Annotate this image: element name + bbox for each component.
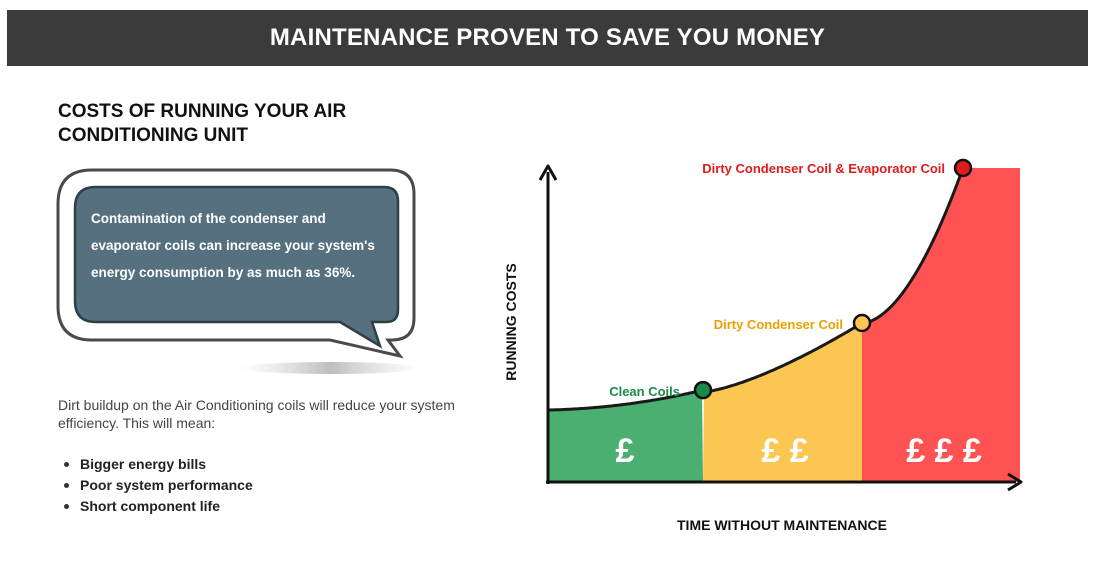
list-item: Poor system performance	[58, 475, 253, 496]
zone-dirty-condenser	[703, 323, 862, 482]
consequence-list: Bigger energy bills Poor system performa…	[58, 454, 253, 517]
page-header: MAINTENANCE PROVEN TO SAVE YOU MONEY	[7, 10, 1088, 66]
x-axis-label: TIME WITHOUT MAINTENANCE	[677, 517, 887, 533]
zone-clean	[548, 390, 703, 482]
callout-inner	[73, 185, 400, 349]
callout-shadow	[240, 362, 420, 374]
zone-currency-symbol: £ £ £	[906, 432, 982, 470]
section-title: COSTS OF RUNNING YOUR AIR CONDITIONING U…	[58, 101, 347, 146]
intro-text: Dirt buildup on the Air Conditioning coi…	[58, 397, 455, 431]
x-axis-arrow	[1007, 472, 1023, 492]
page-title: MAINTENANCE PROVEN TO SAVE YOU MONEY	[269, 24, 826, 51]
label-dirty-both: Dirty Condenser Coil & Evaporator Coil	[702, 161, 945, 176]
list-item: Bigger energy bills	[58, 454, 253, 475]
list-item: Short component life	[58, 496, 253, 517]
zone-currency-symbol: £ £	[761, 432, 808, 470]
label-dirty-condenser: Dirty Condenser Coil	[714, 317, 843, 332]
point-dirty-condenser	[852, 313, 872, 333]
zone-dirty-both	[862, 168, 1020, 482]
zone-currency-symbol: £	[616, 432, 635, 470]
callout-text: Contamination of the condenser and evapo…	[91, 211, 375, 280]
label-clean-coils: Clean Coils	[609, 384, 680, 399]
point-clean-coils	[693, 380, 713, 400]
cost-curve	[548, 167, 965, 412]
callout-bubble	[56, 168, 420, 374]
point-dirty-both	[953, 158, 973, 178]
y-axis-arrow	[538, 164, 558, 181]
y-axis-label: RUNNING COSTS	[503, 263, 519, 380]
